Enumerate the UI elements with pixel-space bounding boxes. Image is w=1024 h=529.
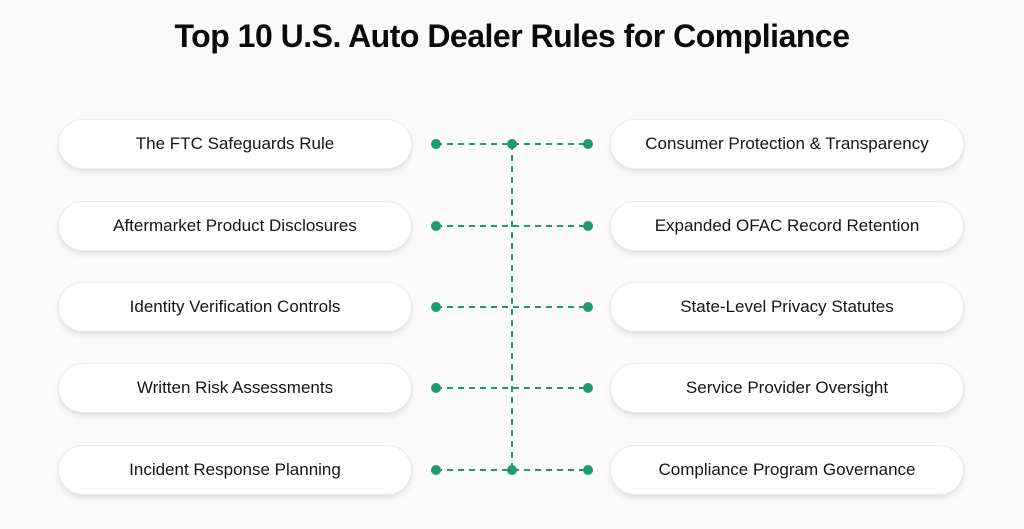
connector-dot-icon [431, 383, 441, 393]
rule-card-right-3: State-Level Privacy Statutes [610, 282, 964, 332]
page-title: Top 10 U.S. Auto Dealer Rules for Compli… [174, 18, 850, 54]
rule-card-right-4: Service Provider Oversight [610, 363, 964, 413]
connector-dot-icon [583, 465, 593, 475]
connector-dot-icon [583, 302, 593, 312]
rule-card-left-5: Incident Response Planning [58, 445, 412, 495]
connector-dot-icon [583, 383, 593, 393]
rule-card-left-2: Aftermarket Product Disclosures [58, 201, 412, 251]
connector-dot-icon [583, 221, 593, 231]
rule-card-right-2: Expanded OFAC Record Retention [610, 201, 964, 251]
connector-dot-icon [507, 465, 517, 475]
connector-dot-icon [431, 139, 441, 149]
connector-dot-icon [431, 465, 441, 475]
rule-card-right-5: Compliance Program Governance [610, 445, 964, 495]
connector-dot-icon [583, 139, 593, 149]
rule-card-left-3: Identity Verification Controls [58, 282, 412, 332]
rule-card-left-1: The FTC Safeguards Rule [58, 119, 412, 169]
rule-card-right-1: Consumer Protection & Transparency [610, 119, 964, 169]
rule-card-left-4: Written Risk Assessments [58, 363, 412, 413]
connector-dot-icon [507, 139, 517, 149]
connector-dot-icon [431, 221, 441, 231]
connector-dot-icon [431, 302, 441, 312]
